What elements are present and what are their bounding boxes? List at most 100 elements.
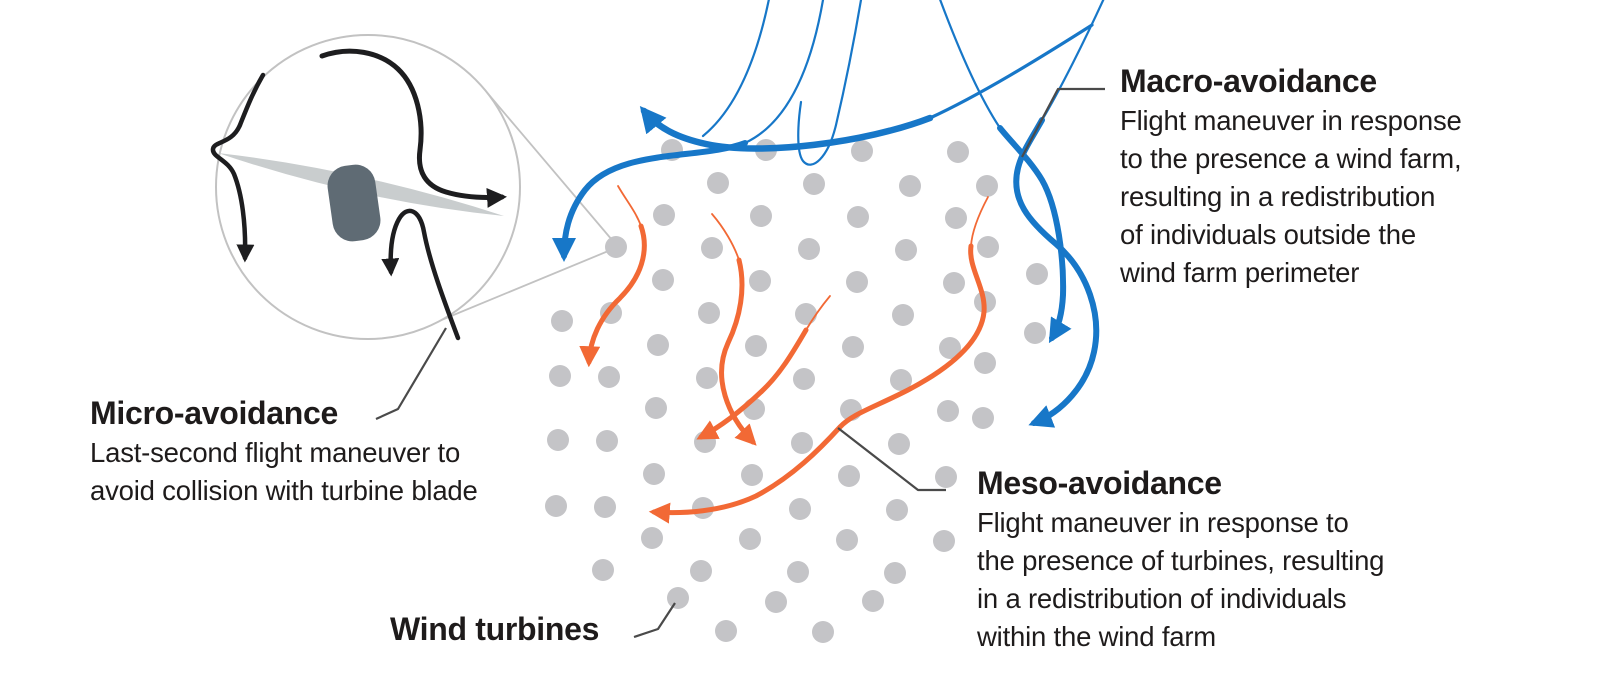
wind-turbines-leader-line xyxy=(633,602,676,639)
wind-turbine-dot xyxy=(947,141,969,163)
wind-turbine-dot xyxy=(787,561,809,583)
wind-turbine-dot xyxy=(795,303,817,325)
meso-avoidance-desc-line: Flight maneuver in response to xyxy=(977,507,1349,538)
wind-turbine-dot xyxy=(943,272,965,294)
wind-turbine-dot xyxy=(791,432,813,454)
wind-turbine-dot xyxy=(888,433,910,455)
wind-turbine-dot xyxy=(847,206,869,228)
wind-turbine-dot xyxy=(945,207,967,229)
macro-tail-sweep xyxy=(928,23,1094,120)
wind-turbine-dot xyxy=(793,368,815,390)
meso-arrow-1 xyxy=(579,223,647,368)
meso-tail-3 xyxy=(805,295,831,331)
meso-avoidance-heading: Meso-avoidance xyxy=(977,465,1222,501)
meso-tail-1 xyxy=(617,185,642,227)
wind-turbine-dot xyxy=(696,367,718,389)
wind-turbine-dot xyxy=(851,140,873,162)
meso-avoidance-desc-line: in a redistribution of individuals xyxy=(977,583,1347,614)
wind-turbine-dot xyxy=(1024,322,1046,344)
wind-turbine-dot xyxy=(895,239,917,261)
meso-leader-line xyxy=(837,427,946,492)
wind-turbine-dot xyxy=(667,587,689,609)
wind-turbine-dot xyxy=(549,365,571,387)
wind-turbine-dot xyxy=(652,269,674,291)
micro-arrow-over-blade xyxy=(319,48,507,208)
wind-turbine-dot xyxy=(1026,263,1048,285)
micro-avoidance-inset xyxy=(210,34,521,341)
wind-turbine-dot xyxy=(937,400,959,422)
wind-turbine-dot xyxy=(765,591,787,613)
micro-leader-line xyxy=(375,327,447,421)
wind-turbine-dot xyxy=(596,430,618,452)
wind-turbine-dot xyxy=(605,236,627,258)
macro-arrow-left-down xyxy=(552,140,748,262)
macro-thin-trail-2 xyxy=(743,0,825,145)
wind-turbine-dot xyxy=(551,310,573,332)
micro-avoidance-label: Micro-avoidance Last-second flight maneu… xyxy=(90,392,478,510)
wind-turbine-dot xyxy=(641,527,663,549)
wind-turbine-dot xyxy=(643,463,665,485)
macro-avoidance-desc-line: Flight maneuver in response xyxy=(1120,105,1462,136)
wind-turbine-dot xyxy=(592,559,614,581)
macro-avoidance-desc-line: of individuals outside the xyxy=(1120,219,1416,250)
macro-avoidance-desc-line: to the presence a wind farm, xyxy=(1120,143,1462,174)
wind-turbine-dot xyxy=(862,590,884,612)
wind-turbine-dot xyxy=(976,175,998,197)
wind-turbine-dot xyxy=(812,621,834,643)
macro-thin-trail-1 xyxy=(701,0,770,138)
wind-turbine-dot xyxy=(972,407,994,429)
wind-turbine-dot xyxy=(846,271,868,293)
meso-tail-2 xyxy=(711,213,740,261)
cone-lower-line xyxy=(438,246,619,322)
macro-arrow-right-2 xyxy=(1013,117,1100,428)
wind-turbine-dot xyxy=(547,429,569,451)
wind-turbine-dot xyxy=(977,236,999,258)
wind-turbine-dot xyxy=(939,337,961,359)
micro-arrow-middle xyxy=(381,208,461,341)
wind-turbine-dot xyxy=(701,237,723,259)
micro-avoidance-heading: Micro-avoidance xyxy=(90,395,339,431)
meso-avoidance-desc-line: the presence of turbines, resulting xyxy=(977,545,1385,576)
wind-turbine-dot xyxy=(935,466,957,488)
wind-turbine-dot xyxy=(884,562,906,584)
wind-turbine-dot xyxy=(745,335,767,357)
wind-turbine-dot xyxy=(698,302,720,324)
wind-turbine-dot xyxy=(892,304,914,326)
wind-turbine-dot xyxy=(715,620,737,642)
wind-turbine-dot xyxy=(545,495,567,517)
macro-thin-trail-3 xyxy=(939,0,1002,130)
wind-turbine-dot xyxy=(741,464,763,486)
wind-turbine-dot xyxy=(653,204,675,226)
macro-arrow-right-1 xyxy=(997,125,1072,344)
wind-turbine-dot xyxy=(707,172,729,194)
cone-upper-line xyxy=(483,88,619,248)
macro-arrow-up-left xyxy=(639,105,934,152)
wind-turbines-heading: Wind turbines xyxy=(390,611,600,647)
wind-turbine-dot xyxy=(798,238,820,260)
macro-leader-line xyxy=(1021,87,1105,158)
wind-turbine-dot xyxy=(598,366,620,388)
macro-avoidance-desc-line: resulting in a redistribution xyxy=(1120,181,1436,212)
wind-turbine-dot xyxy=(645,397,667,419)
meso-avoidance-label: Meso-avoidance Flight maneuver in respon… xyxy=(977,462,1384,656)
micro-avoidance-desc-line: Last-second flight maneuver to xyxy=(90,437,461,468)
meso-arrow-4 xyxy=(648,243,987,524)
wind-turbine-dot xyxy=(899,175,921,197)
macro-thin-trail-j xyxy=(797,0,863,166)
wind-turbines-label: Wind turbines xyxy=(390,610,599,648)
meso-flight-paths xyxy=(579,185,989,524)
micro-avoidance-desc-line: avoid collision with turbine blade xyxy=(90,475,478,506)
wind-turbine-dot xyxy=(836,529,858,551)
wind-turbine-dot xyxy=(838,465,860,487)
wind-turbine-dot xyxy=(933,530,955,552)
wind-turbine-dot xyxy=(803,173,825,195)
wind-turbine-dot xyxy=(690,560,712,582)
macro-flight-paths xyxy=(552,0,1105,428)
wind-turbine-dot xyxy=(594,496,616,518)
wind-turbine-dot xyxy=(890,369,912,391)
wind-turbine-dot xyxy=(789,498,811,520)
meso-arrow-3 xyxy=(696,327,809,440)
macro-avoidance-heading: Macro-avoidance xyxy=(1120,63,1377,99)
